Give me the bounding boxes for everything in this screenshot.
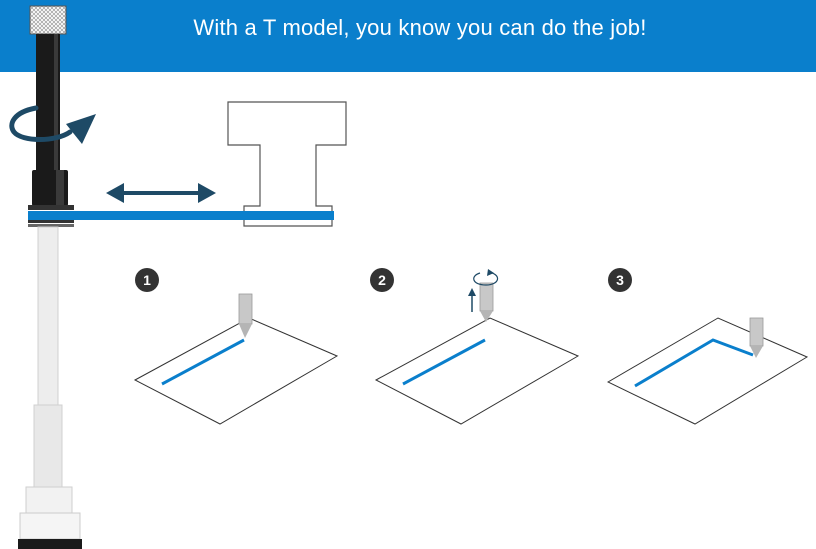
- step-3-sheet: [606, 317, 809, 425]
- header-banner: With a T model, you know you can do the …: [0, 0, 816, 72]
- step-1-number: 1: [143, 272, 151, 288]
- step-1-badge: [135, 268, 159, 292]
- rotation-arrow-icon: [9, 105, 96, 144]
- step-2-sheet: [374, 317, 580, 425]
- tool-shaft-upper: [36, 34, 60, 174]
- step-3-cutter-icon: [749, 317, 764, 358]
- t-slot-cutter-outline: [227, 101, 347, 227]
- step-2: 2: [370, 268, 580, 425]
- step-1: 1: [133, 268, 339, 425]
- step-3-number: 3: [616, 272, 624, 288]
- step-2-number: 2: [378, 272, 386, 288]
- step-2-cutter-icon: [479, 282, 494, 322]
- tool-collet: [28, 170, 74, 227]
- banner-title: With a T model, you know you can do the …: [193, 15, 647, 40]
- knurled-cap: [29, 5, 67, 35]
- step-2-rotate-icon: [473, 269, 499, 286]
- step-2-lift-arrow-icon: [468, 288, 476, 312]
- tool-shaft-lower: [18, 226, 82, 549]
- extension-bar: [28, 211, 334, 220]
- step-3: 3: [606, 268, 809, 425]
- step-3-badge: [608, 268, 632, 292]
- step-1-cut-line: [161, 338, 245, 386]
- step-1-sheet: [133, 317, 339, 425]
- step-3-cut-path: [634, 338, 754, 388]
- double-arrow-icon: [106, 183, 216, 203]
- step-1-cutter-icon: [238, 293, 253, 338]
- step-2-cut-line: [402, 338, 486, 386]
- step-2-badge: [370, 268, 394, 292]
